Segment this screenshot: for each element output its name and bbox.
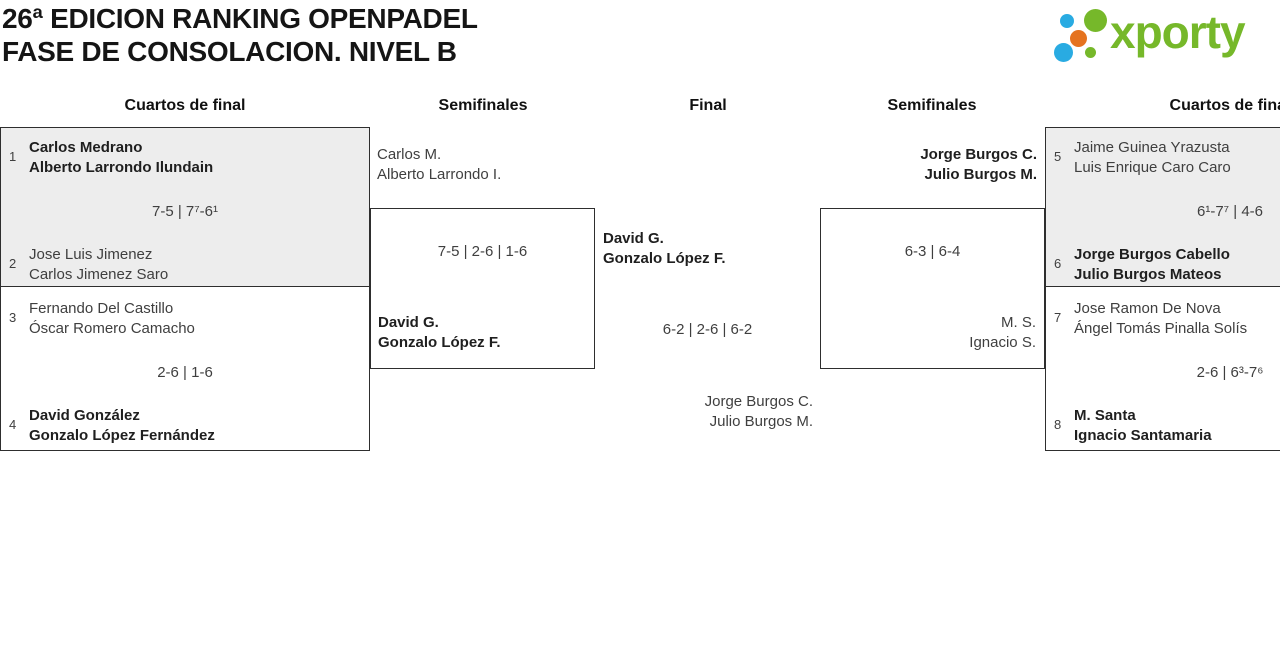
player-name: David González xyxy=(29,407,140,424)
player-name: Jose Luis Jimenez xyxy=(29,246,153,263)
column-header-final: Final xyxy=(689,97,727,114)
match-sf-right: 6-3 | 6-4 M. S. Ignacio S. xyxy=(820,208,1045,369)
logo-dot-icon xyxy=(1070,30,1087,47)
xporty-logo: xporty xyxy=(1045,0,1280,70)
match-qf-right-1: 5 Jaime Guinea Yrazusta Luis Enrique Car… xyxy=(1045,127,1280,287)
player-name: Gonzalo López Fernández xyxy=(29,426,215,444)
match-qf-left-2: 3 Fernando Del Castillo Óscar Romero Cam… xyxy=(0,287,370,451)
team-sf-right-top: Jorge Burgos C. Julio Burgos M. xyxy=(920,145,1037,184)
player-name: Ángel Tomás Pinalla Solís xyxy=(1074,319,1248,337)
player-name: Jaime Guinea Yrazusta xyxy=(1074,139,1230,156)
team-seed-1: Carlos Medrano Alberto Larrondo Ilundain xyxy=(29,138,213,177)
player-name: Julio Burgos M. xyxy=(709,412,813,430)
player-name: Gonzalo López F. xyxy=(378,333,501,351)
player-name: Ignacio S. xyxy=(969,333,1036,351)
player-name: Gonzalo López F. xyxy=(603,249,726,267)
match-score: 7-5 | 7⁷-6¹ xyxy=(151,203,218,220)
team-seed-5: Jaime Guinea Yrazusta Luis Enrique Caro … xyxy=(1074,138,1231,177)
final-score: 6-2 | 2-6 | 6-2 xyxy=(662,321,753,338)
match-score: 6-3 | 6-4 xyxy=(904,243,961,260)
team-seed-4: David González Gonzalo López Fernández xyxy=(29,406,215,445)
match-sf-left: 7-5 | 2-6 | 1-6 David G. Gonzalo López F… xyxy=(370,208,595,369)
player-name: Ignacio Santamaria xyxy=(1074,426,1212,444)
team-sf-right-loser: M. S. Ignacio S. xyxy=(969,313,1036,352)
seed-label-5: 5 xyxy=(1054,149,1062,164)
seed-label-4: 4 xyxy=(9,417,17,432)
team-final-runnerup: Jorge Burgos C. Julio Burgos M. xyxy=(705,392,813,431)
column-header-semifinals-left: Semifinales xyxy=(438,97,528,114)
seed-label-3: 3 xyxy=(9,310,17,325)
player-name: Jorge Burgos Cabello xyxy=(1074,246,1230,263)
logo-dot-icon xyxy=(1085,47,1096,58)
seed-label-2: 2 xyxy=(9,256,17,271)
team-final-winner: David G. Gonzalo López F. xyxy=(603,229,726,268)
page-title-line1: 26ª EDICION RANKING OPENPADEL xyxy=(2,3,478,34)
player-name: Alberto Larrondo I. xyxy=(377,165,502,183)
team-seed-8: M. Santa Ignacio Santamaria xyxy=(1074,406,1212,445)
player-name: Carlos Jimenez Saro xyxy=(29,265,169,283)
seed-label-1: 1 xyxy=(9,149,17,164)
player-name: David G. xyxy=(603,230,664,247)
page-title-line2: FASE DE CONSOLACION. NIVEL B xyxy=(2,36,457,67)
team-sf-left-winner: David G. Gonzalo López F. xyxy=(378,313,501,352)
player-name: Óscar Romero Camacho xyxy=(29,319,195,337)
player-name: M. S. xyxy=(1000,314,1036,331)
column-header-semifinals-right: Semifinales xyxy=(887,97,977,114)
player-name: Jorge Burgos C. xyxy=(704,393,813,410)
seed-label-6: 6 xyxy=(1054,256,1062,271)
logo-dot-icon xyxy=(1054,43,1073,62)
logo-dot-icon xyxy=(1084,9,1107,32)
team-seed-6: Jorge Burgos Cabello Julio Burgos Mateos xyxy=(1074,245,1230,284)
player-name: Julio Burgos Mateos xyxy=(1074,265,1222,283)
player-name: Jorge Burgos C. xyxy=(920,146,1037,163)
match-qf-left-1: 1 Carlos Medrano Alberto Larrondo Ilunda… xyxy=(0,127,370,287)
player-name: M. Santa xyxy=(1074,407,1136,424)
player-name: Alberto Larrondo Ilundain xyxy=(29,158,214,176)
player-name: Julio Burgos M. xyxy=(924,165,1038,183)
player-name: David G. xyxy=(378,314,439,331)
player-name: Fernando Del Castillo xyxy=(29,300,174,317)
match-score: 7-5 | 2-6 | 1-6 xyxy=(437,243,528,260)
team-seed-7: Jose Ramon De Nova Ángel Tomás Pinalla S… xyxy=(1074,299,1247,338)
player-name: Luis Enrique Caro Caro xyxy=(1074,158,1231,176)
seed-label-8: 8 xyxy=(1054,417,1062,432)
team-seed-2: Jose Luis Jimenez Carlos Jimenez Saro xyxy=(29,245,168,284)
player-name: Carlos Medrano xyxy=(29,139,143,156)
team-seed-3: Fernando Del Castillo Óscar Romero Camac… xyxy=(29,299,195,338)
column-header-quarterfinals-left: Cuartos de final xyxy=(124,97,246,114)
seed-label-7: 7 xyxy=(1054,310,1062,325)
match-score: 6¹-7⁷ | 4-6 xyxy=(1196,203,1263,220)
player-name: Carlos M. xyxy=(377,146,442,163)
page-title: 26ª EDICION RANKING OPENPADEL FASE DE CO… xyxy=(2,2,478,68)
match-score: 2-6 | 6³-7⁶ xyxy=(1196,364,1264,381)
team-sf-left-top: Carlos M. Alberto Larrondo I. xyxy=(377,145,501,184)
player-name: Jose Ramon De Nova xyxy=(1074,300,1221,317)
match-qf-right-2: 7 Jose Ramon De Nova Ángel Tomás Pinalla… xyxy=(1045,287,1280,451)
logo-dot-icon xyxy=(1060,14,1074,28)
logo-wordmark: xporty xyxy=(1110,6,1246,58)
match-score: 2-6 | 1-6 xyxy=(157,364,213,381)
column-header-quarterfinals-right: Cuartos de final xyxy=(1169,97,1280,114)
